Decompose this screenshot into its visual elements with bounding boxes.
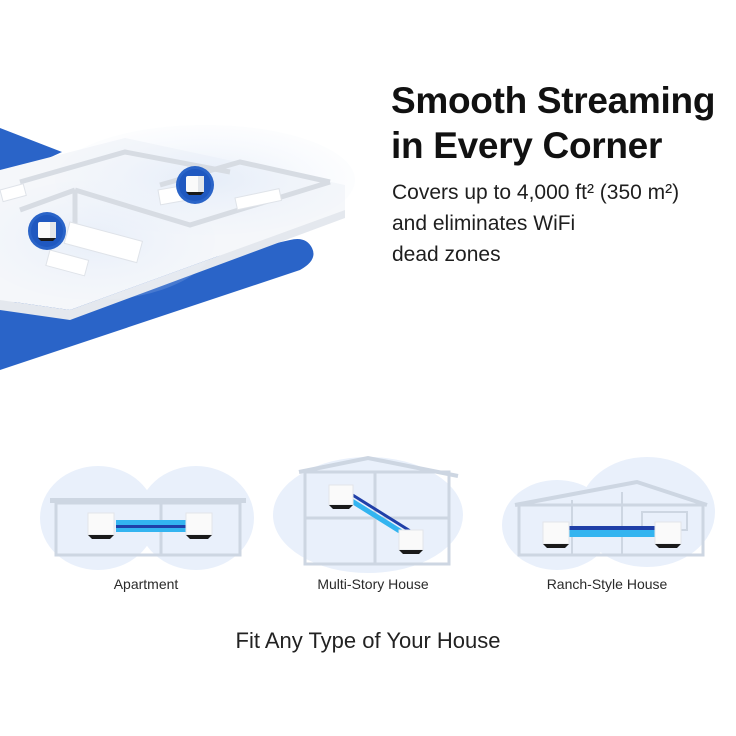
headline-line-2: in Every Corner	[391, 125, 663, 166]
coverage-description: Covers up to 4,000 ft² (350 m²) and elim…	[392, 177, 679, 270]
coverage-line-1: Covers up to 4,000 ft² (350 m²)	[392, 181, 680, 204]
coverage-line-2: and eliminates WiFi	[392, 212, 576, 235]
mesh-unit-icon	[176, 166, 214, 204]
footer-title: Fit Any Type of Your House	[235, 628, 501, 653]
mesh-unit-icon	[28, 212, 66, 250]
headline: Smooth Streaming in Every Corner	[391, 78, 715, 168]
apartment-icon	[40, 466, 254, 570]
multi-story-house-icon	[273, 455, 463, 573]
house-type-multi-story: Multi-Story House	[263, 450, 483, 600]
house-type-apartment: Apartment	[36, 450, 256, 600]
house-label: Ranch-Style House	[546, 576, 668, 592]
coverage-line-3: dead zones	[392, 243, 501, 266]
house-type-ranch-style: Ranch-Style House	[497, 450, 717, 600]
house-label: Multi-Story House	[317, 576, 429, 592]
house-label: Apartment	[113, 576, 179, 592]
ranch-style-house-icon	[502, 457, 715, 570]
floorplan-illustration	[0, 125, 355, 370]
headline-line-1: Smooth Streaming	[391, 80, 716, 121]
